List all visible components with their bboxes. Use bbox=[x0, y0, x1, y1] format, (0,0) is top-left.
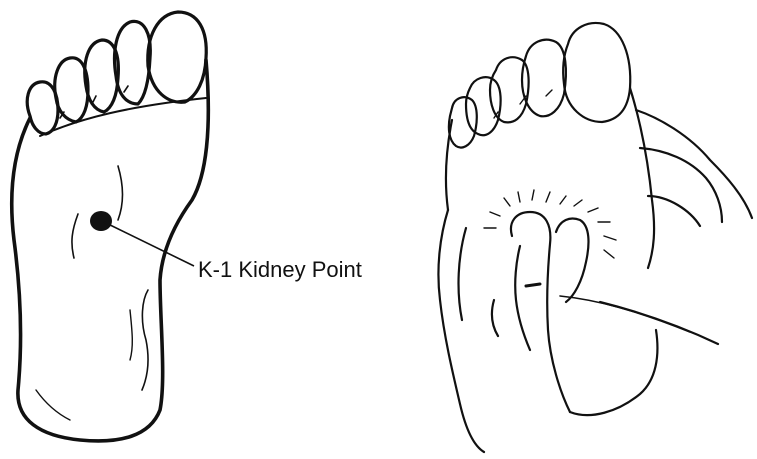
sole-contour-2 bbox=[118, 166, 123, 220]
rh-tick-3 bbox=[546, 90, 552, 96]
k1-point-marker bbox=[90, 211, 112, 231]
sole-contour-4 bbox=[36, 390, 70, 420]
sole-contour-1 bbox=[72, 214, 78, 258]
hands-massaging-foot-icon bbox=[438, 23, 752, 452]
toe-tick-1 bbox=[92, 96, 96, 104]
second-toe-outline bbox=[115, 21, 151, 104]
rh-thumbnail bbox=[526, 284, 540, 286]
toe-tick-2 bbox=[124, 86, 128, 92]
rh-thumb-inner bbox=[515, 246, 530, 350]
rh-left-hand bbox=[438, 210, 498, 452]
rh-finger-line bbox=[560, 296, 690, 332]
rh-left-thumb bbox=[511, 212, 570, 412]
rh-right-thumb bbox=[556, 219, 588, 303]
kidney-point-label: K-1 Kidney Point bbox=[198, 257, 362, 283]
rh-little-toe bbox=[449, 97, 477, 147]
sole-outline bbox=[12, 60, 209, 441]
sole-contour-3 bbox=[142, 290, 148, 390]
callout-leader-line bbox=[104, 222, 194, 266]
big-toe-outline bbox=[148, 12, 206, 102]
rh-wrist bbox=[570, 302, 718, 415]
fourth-toe-outline bbox=[55, 58, 88, 122]
sole-contour-5 bbox=[130, 310, 132, 360]
rh-fourth-toe bbox=[466, 77, 501, 135]
little-toe-outline bbox=[27, 82, 58, 134]
rh-big-toe bbox=[563, 23, 630, 122]
